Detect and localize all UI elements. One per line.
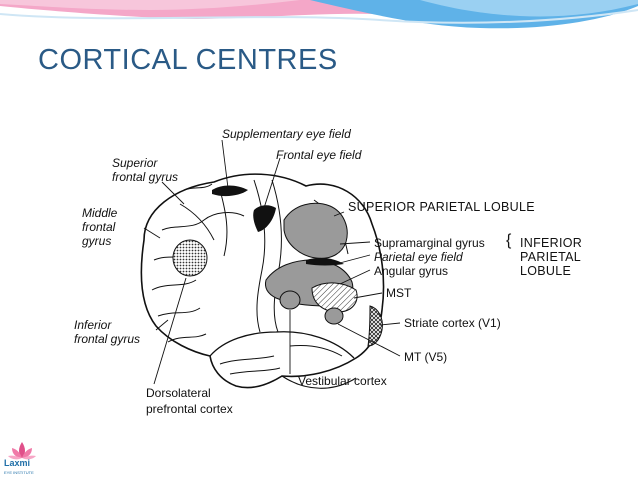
label-inferior-frontal-gyrus-line2: frontal gyrus (74, 332, 141, 346)
striate-cortex-region (367, 305, 383, 347)
label-mt: MT (V5) (404, 350, 448, 364)
label-supplementary-eye-field: Supplementary eye field (222, 127, 351, 141)
label-superior-parietal-lobule: SUPERIOR PARIETAL LOBULE (348, 200, 535, 214)
frontal-eye-field-region (253, 205, 276, 232)
vestibular-cortex-region (279, 290, 301, 310)
label-inferior-parietal-lobule-line3: LOBULE (520, 264, 572, 278)
label-dorsolateral-prefrontal-line1: Dorsolateral (146, 386, 211, 400)
label-angular-gyrus: Angular gyrus (374, 264, 449, 278)
label-middle-frontal-gyrus-line3: gyrus (82, 234, 112, 248)
label-supramarginal-gyrus: Supramarginal gyrus (374, 236, 485, 250)
superior-parietal-lobule-region (283, 202, 348, 259)
brain-diagram: Supplementary eye field Frontal eye fiel… (44, 120, 604, 440)
laxmi-logo-icon (8, 442, 36, 460)
mst-region (311, 282, 358, 313)
brain-illustration (140, 139, 401, 389)
label-middle-frontal-gyrus-line2: frontal (82, 220, 116, 234)
logo-name: Laxmi (4, 458, 31, 468)
label-dorsolateral-prefrontal-line2: prefrontal cortex (146, 402, 233, 416)
label-superior-frontal-gyrus-line2: frontal gyrus (112, 170, 179, 184)
top-banner (0, 0, 638, 29)
parietal-eye-field-region (306, 257, 344, 266)
supplementary-eye-field-region (212, 185, 248, 197)
mt-region (324, 307, 344, 325)
label-frontal-eye-field: Frontal eye field (276, 148, 362, 162)
label-parietal-eye-field: Parietal eye field (374, 250, 463, 264)
slide-title: CORTICAL CENTRES (38, 44, 338, 76)
label-middle-frontal-gyrus-line1: Middle (82, 206, 118, 220)
brace-inferior-parietal: { (506, 232, 512, 249)
label-inferior-parietal-lobule-line2: PARIETAL (520, 250, 581, 264)
label-vestibular-cortex: Vestibular cortex (298, 374, 387, 388)
label-inferior-parietal-lobule-line1: INFERIOR (520, 236, 583, 250)
logo-tagline: EYE INSTITUTE (4, 470, 34, 475)
label-superior-frontal-gyrus-line1: Superior (112, 156, 158, 170)
label-mst: MST (386, 286, 412, 300)
dorsolateral-prefrontal-region (172, 239, 208, 277)
label-striate-cortex: Striate cortex (V1) (404, 316, 501, 330)
label-inferior-frontal-gyrus-line1: Inferior (74, 318, 112, 332)
